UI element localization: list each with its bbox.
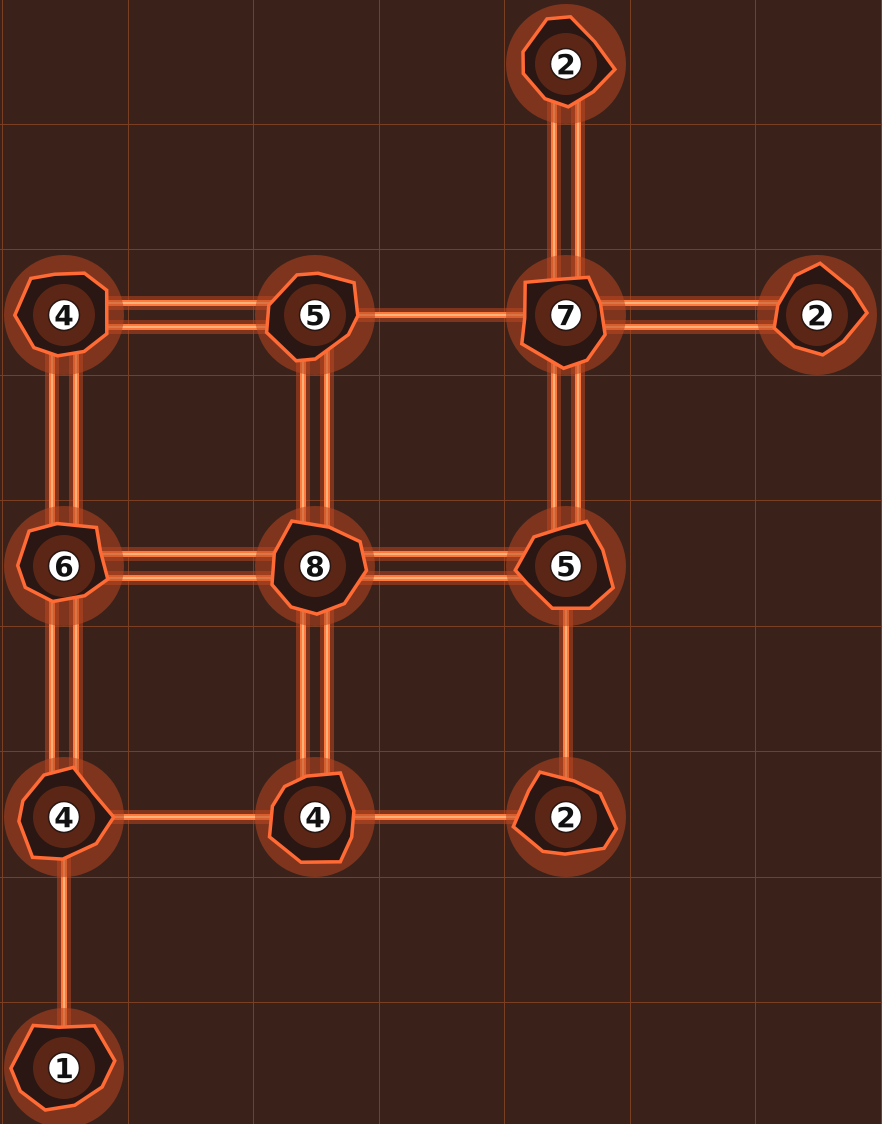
island-number: 1 <box>54 1052 73 1085</box>
island-i9[interactable]: 4 <box>4 757 124 877</box>
island-number: 5 <box>556 550 575 583</box>
island-i3[interactable]: 5 <box>255 255 375 375</box>
island-number: 8 <box>305 550 324 583</box>
island-i8[interactable]: 5 <box>506 506 626 626</box>
island-number: 6 <box>54 550 73 583</box>
island-number: 2 <box>807 299 826 332</box>
island-number: 4 <box>54 801 73 834</box>
island-i11[interactable]: 2 <box>506 757 626 877</box>
island-number: 7 <box>556 299 575 332</box>
island-number: 2 <box>556 801 575 834</box>
island-i2[interactable]: 4 <box>4 255 124 375</box>
island-i1[interactable]: 2 <box>506 4 626 124</box>
island-number: 4 <box>305 801 324 834</box>
island-number: 5 <box>305 299 324 332</box>
island-i6[interactable]: 6 <box>4 506 124 626</box>
island-number: 4 <box>54 299 73 332</box>
island-i7[interactable]: 8 <box>255 506 375 626</box>
island-i10[interactable]: 4 <box>255 757 375 877</box>
island-i5[interactable]: 2 <box>757 255 877 375</box>
island-i4[interactable]: 7 <box>506 255 626 375</box>
island-number: 2 <box>556 48 575 81</box>
island-i12[interactable]: 1 <box>4 1008 124 1124</box>
